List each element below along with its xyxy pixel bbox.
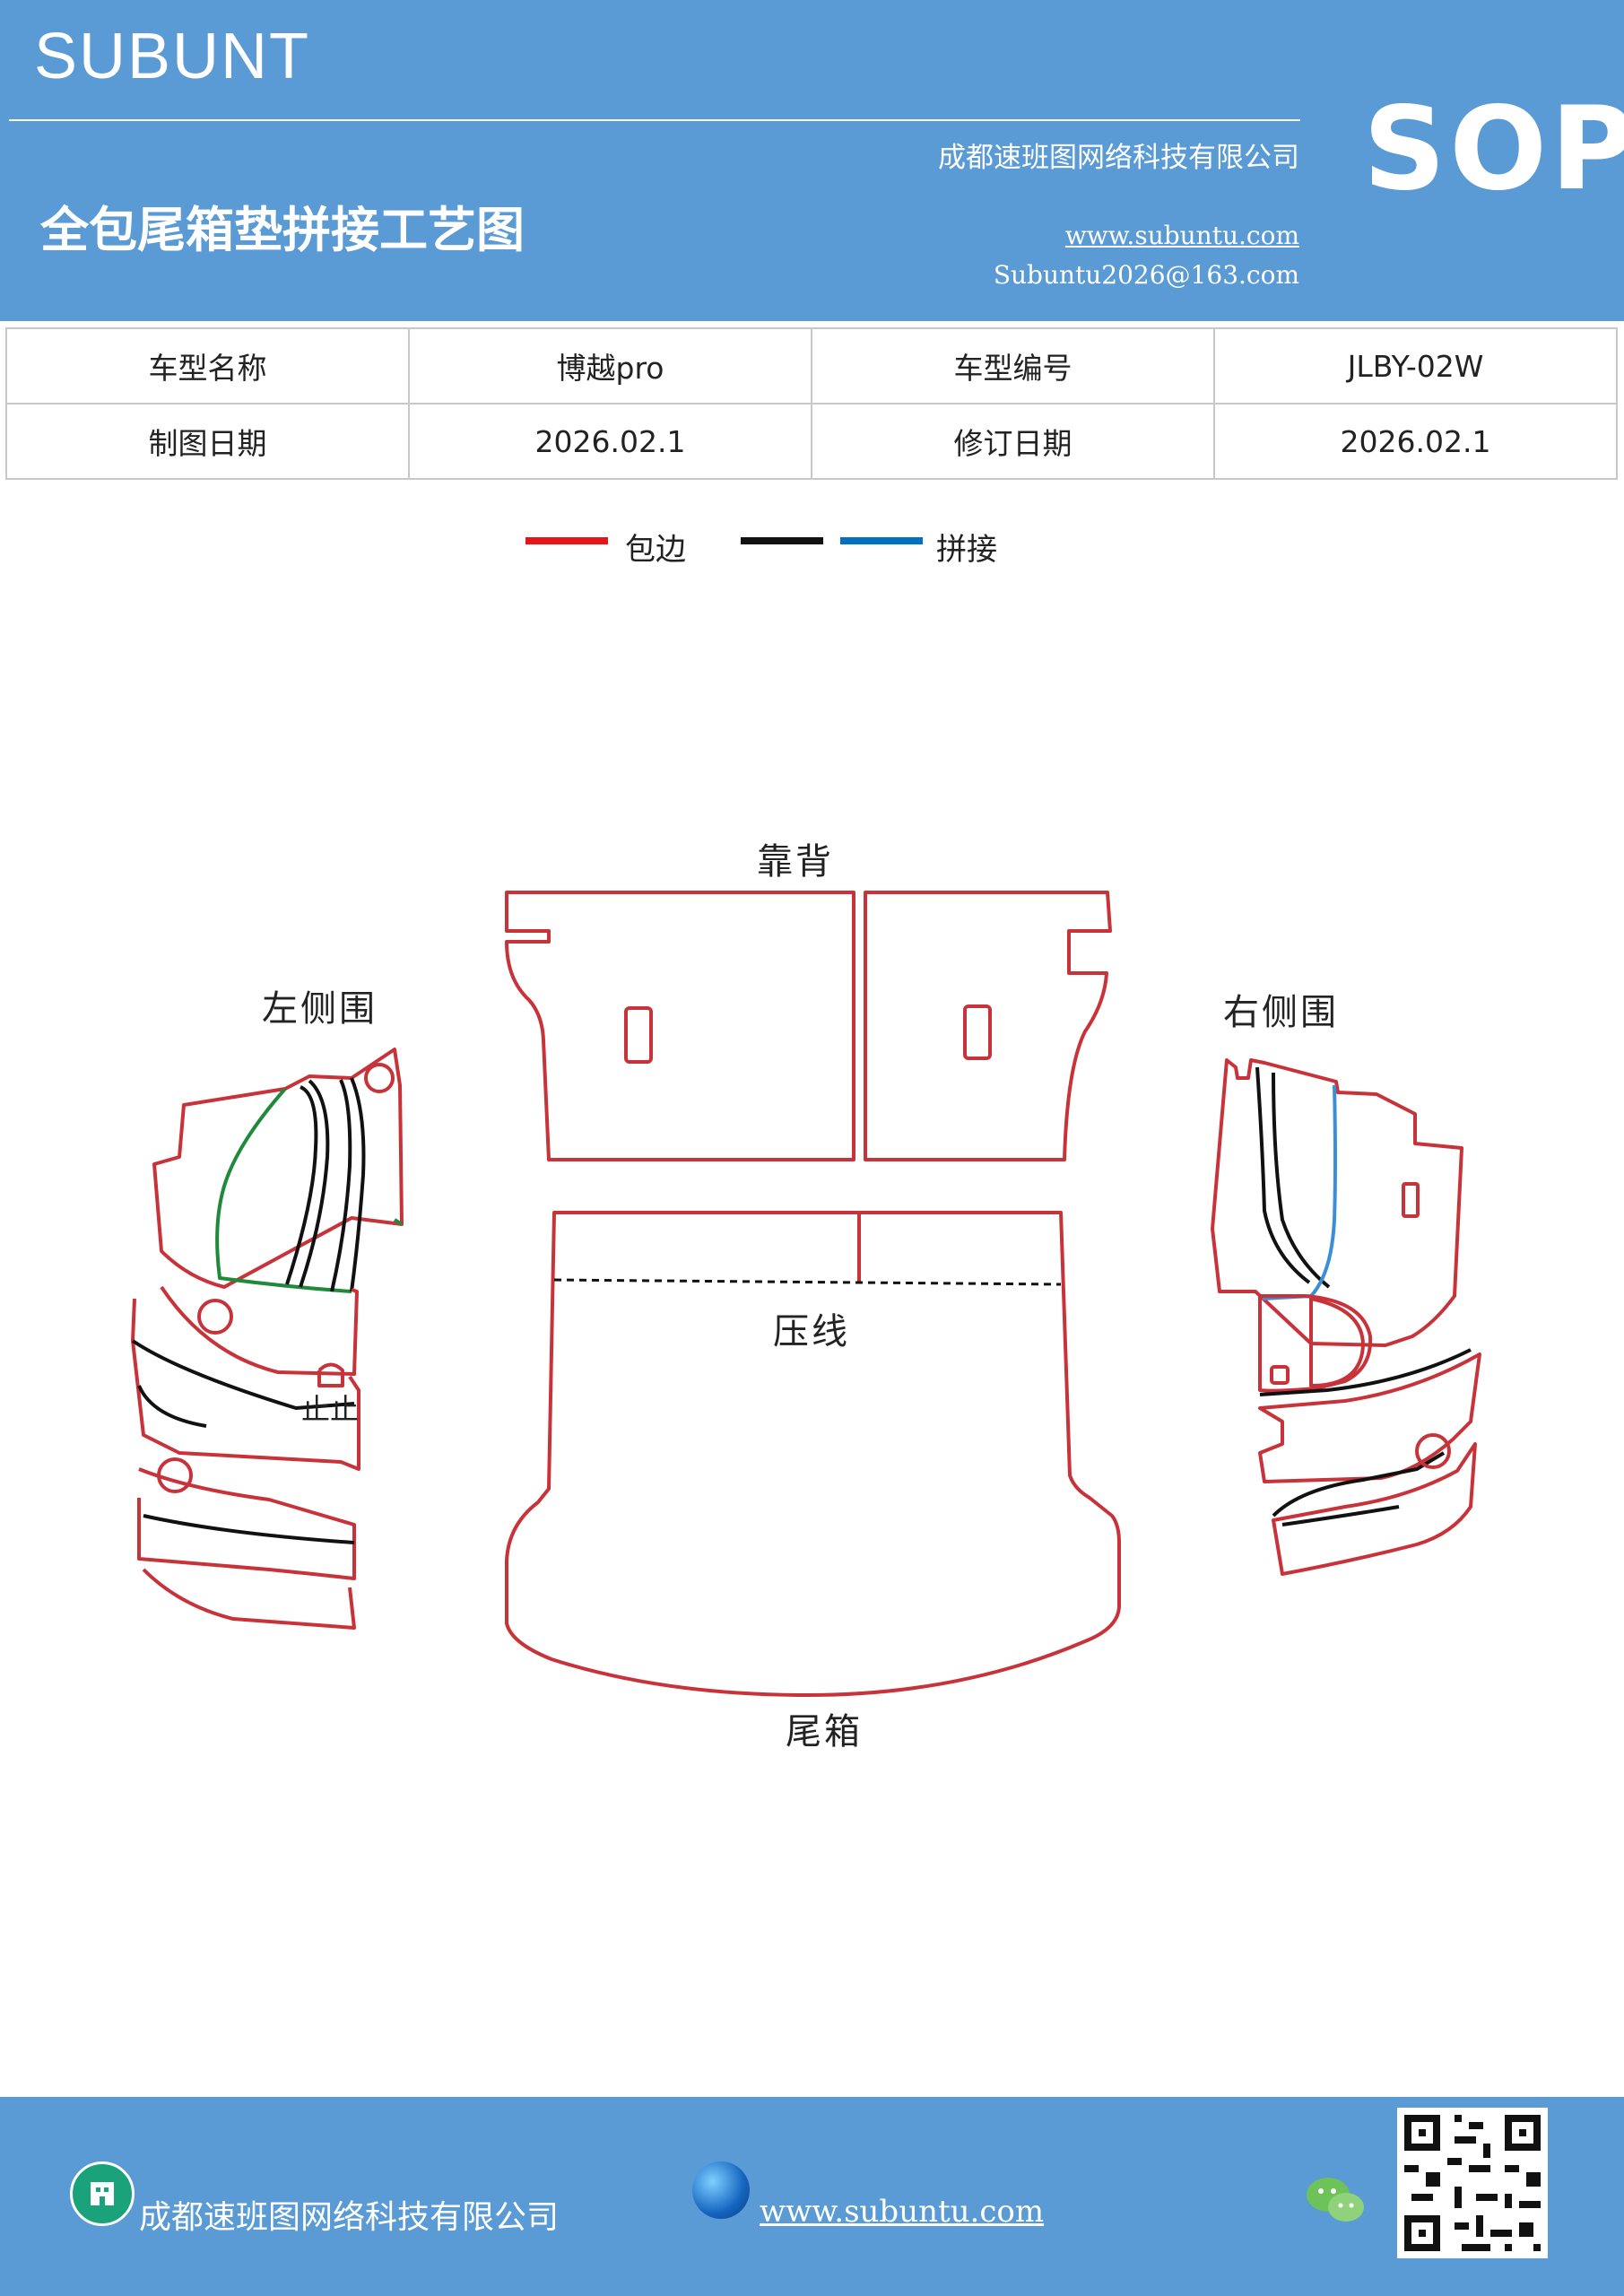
model-code-label: 车型编号	[811, 327, 1215, 404]
left-panel-middle	[131, 1285, 360, 1471]
left-panel-hole-top	[364, 1063, 395, 1093]
left-panel-hole-mid	[197, 1299, 233, 1335]
trunk-floor-panel	[505, 1211, 1121, 1697]
globe-icon	[692, 2161, 750, 2219]
sop-badge: SOP	[1363, 83, 1624, 216]
left-panel-seam-1	[285, 1085, 318, 1285]
footer-banner: 成都速班图网络科技有限公司 www.subuntu.com	[0, 2097, 1624, 2296]
label-trunk: 尾箱	[786, 1711, 863, 1752]
right-panel-middle	[1258, 1294, 1373, 1393]
company-name: 成都速班图网络科技有限公司	[938, 142, 1299, 174]
right-panel-seam-1	[1255, 1066, 1311, 1284]
header-banner: SUBUNT 成都速班图网络科技有限公司 SOP 全包尾箱垫拼接工艺图 www.…	[0, 0, 1624, 321]
website-link[interactable]: www.subuntu.com	[1064, 221, 1299, 250]
label-right-panel: 右侧围	[1223, 992, 1339, 1033]
drawing-date-label: 制图日期	[5, 403, 410, 480]
legend-seam-line	[741, 537, 823, 544]
label-stop: 止止	[301, 1392, 360, 1426]
label-backrest: 靠背	[757, 841, 834, 883]
label-crease: 压线	[773, 1311, 850, 1352]
revision-date-label: 修订日期	[811, 403, 1215, 480]
vehicle-info-table: 车型名称 博越pro 车型编号 JLBY-02W 制图日期 2026.02.1 …	[5, 327, 1618, 480]
backrest-left-slot	[624, 1006, 653, 1064]
left-panel-base	[142, 1568, 356, 1630]
qr-code	[1397, 2108, 1548, 2258]
backrest-left-panel	[505, 891, 855, 1161]
legend-splice-label: 拼接	[936, 532, 997, 568]
left-panel-green-splice	[215, 1087, 404, 1293]
left-panel-notch	[317, 1362, 344, 1387]
model-code-value: JLBY-02W	[1213, 327, 1618, 404]
left-panel-middle-seam	[131, 1339, 355, 1410]
legend-edge-line	[525, 537, 608, 544]
drawing-date-value: 2026.02.1	[408, 403, 812, 480]
footer-website-link[interactable]: www.subuntu.com	[760, 2194, 1045, 2230]
revision-date-value: 2026.02.1	[1213, 403, 1618, 480]
left-panel-bottom	[137, 1467, 356, 1580]
left-panel-seam-3	[330, 1079, 352, 1292]
label-left-panel: 左侧围	[262, 988, 378, 1030]
model-name-label: 车型名称	[5, 327, 410, 404]
legend-splice-line	[840, 537, 923, 544]
wechat-icon	[1305, 2173, 1368, 2227]
page-title: 全包尾箱垫拼接工艺图	[40, 201, 525, 258]
backrest-right-slot	[963, 1004, 992, 1060]
left-panel-middle-seam-2	[137, 1385, 207, 1428]
right-panel-d-shape	[1309, 1297, 1365, 1387]
right-panel-seam-5	[1281, 1505, 1400, 1526]
right-panel-upper	[1211, 1058, 1463, 1347]
table-row: 车型名称 博越pro 车型编号 JLBY-02W	[5, 327, 1618, 404]
crease-line	[553, 1278, 1062, 1286]
right-panel-seam-3	[1259, 1348, 1472, 1396]
right-panel-splice	[1262, 1084, 1337, 1300]
model-name-value: 博越pro	[408, 327, 812, 404]
left-panel-upper	[152, 1048, 404, 1289]
table-row: 制图日期 2026.02.1 修订日期 2026.02.1	[5, 403, 1618, 480]
legend: 包边 拼接	[0, 525, 1624, 570]
right-panel-bottom	[1272, 1442, 1477, 1576]
left-panel-bottom-seam	[143, 1514, 355, 1544]
brand-name: SUBUNT	[34, 21, 311, 92]
header-divider	[9, 119, 1300, 121]
left-panel-seam-4	[350, 1077, 366, 1292]
right-panel-slot	[1402, 1182, 1420, 1218]
left-panel-seam-2	[299, 1079, 330, 1288]
trunk-mat-diagram	[131, 891, 1481, 1697]
right-panel-hole-bottom	[1415, 1433, 1451, 1469]
right-panel-seam-4	[1272, 1451, 1446, 1518]
left-panel-hole-low	[157, 1457, 193, 1493]
backrest-right-panel	[864, 891, 1112, 1161]
building-icon	[70, 2161, 135, 2226]
legend-edge-label: 包边	[625, 532, 686, 568]
footer-company-name: 成都速班图网络科技有限公司	[139, 2199, 560, 2236]
right-panel-seam-2	[1272, 1072, 1331, 1289]
email-address: Subuntu2026@163.com	[993, 260, 1299, 290]
right-panel-small-hole	[1270, 1365, 1290, 1385]
